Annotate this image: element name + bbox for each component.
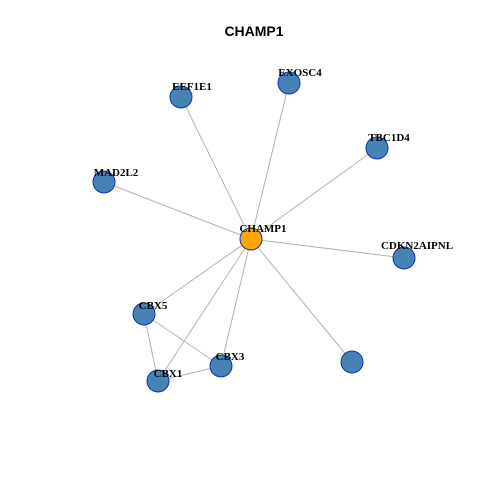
node-cbx3[interactable]: [209, 354, 233, 378]
node-cdkn2aipnl[interactable]: [392, 246, 416, 270]
edge-champ1-cbx3: [220, 238, 252, 367]
edge-champ1-cbx1: [157, 238, 252, 382]
node-label-tbc1d4: TBC1D4: [368, 132, 410, 144]
node-unlabeled[interactable]: [340, 350, 364, 374]
node-label-cbx3: CBX3: [216, 351, 245, 363]
node-cbx5[interactable]: [132, 302, 156, 326]
node-layer: [92, 71, 416, 393]
edge-champ1-mad2l2: [103, 181, 252, 240]
node-exosc4[interactable]: [277, 71, 301, 95]
edge-champ1-eef1e1: [180, 96, 252, 240]
label-layer: CHAMP1 EXOSC4EEF1E1TBC1D4MAD2L2CDKN2AIPNL…: [94, 67, 453, 380]
edge-champ1-unlabeled: [250, 238, 353, 363]
node-label-cbx1: CBX1: [154, 368, 183, 380]
edge-champ1-exosc4: [250, 82, 290, 240]
edge-champ1-tbc1d4: [250, 147, 378, 240]
node-label-eef1e1: EEF1E1: [172, 81, 212, 93]
node-label-mad2l2: MAD2L2: [94, 167, 139, 179]
node-eef1e1[interactable]: [169, 85, 193, 109]
edge-champ1-cbx5: [143, 238, 252, 315]
node-label-exosc4: EXOSC4: [278, 67, 322, 79]
node-tbc1d4[interactable]: [365, 136, 389, 160]
node-cbx1[interactable]: [146, 369, 170, 393]
edge-cbx5-cbx3: [143, 313, 222, 367]
node-label-cdkn2aipnl: CDKN2AIPNL: [381, 240, 453, 252]
node-label-champ1: CHAMP1: [239, 223, 286, 235]
graph-title: CHAMP1: [224, 23, 283, 39]
node-champ1[interactable]: [239, 227, 263, 251]
node-label-cbx5: CBX5: [139, 300, 168, 312]
node-mad2l2[interactable]: [92, 170, 116, 194]
edge-champ1-cdkn2aipnl: [250, 238, 405, 259]
